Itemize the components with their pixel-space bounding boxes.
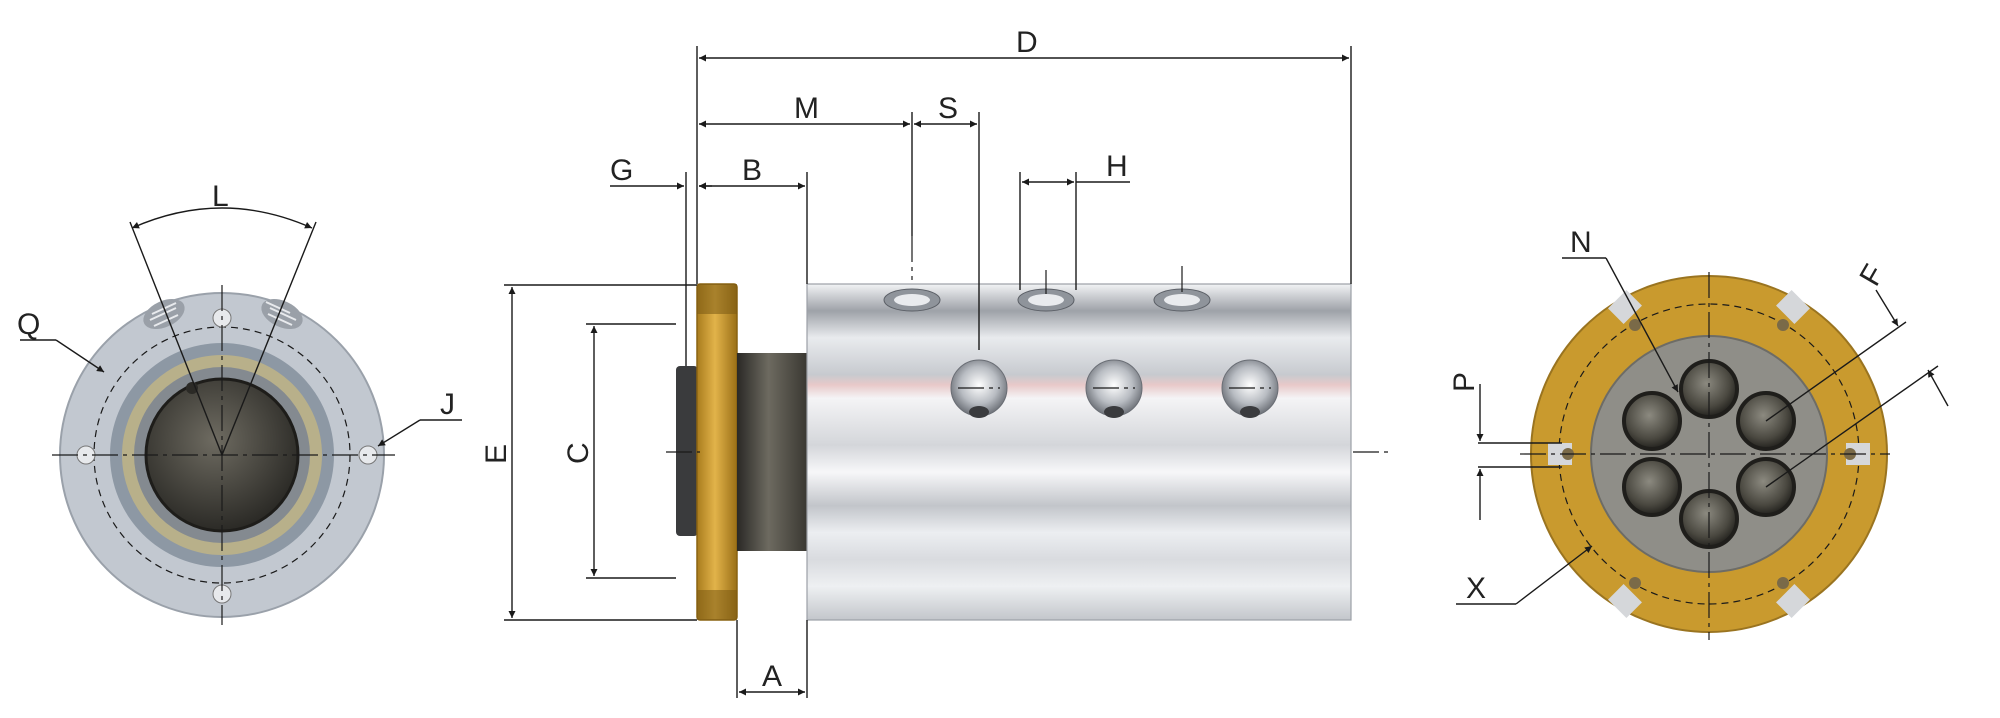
right-ports (1622, 359, 1796, 549)
dim-F-arrow-2 (1927, 369, 1949, 407)
label-D: D (1016, 26, 1038, 59)
leader-J-arrow (377, 419, 421, 447)
side-top-holes (883, 288, 1211, 312)
side-main-body (806, 283, 1352, 621)
leader-X-arrow (1515, 545, 1593, 605)
left-end-view: L Q J (17, 180, 462, 625)
dim-L-arc (131, 207, 313, 229)
label-Q: Q (17, 308, 40, 341)
leader-Q-arrow (55, 339, 105, 373)
label-X: X (1466, 572, 1486, 605)
side-view: D M S G B H E C A (480, 26, 1388, 698)
label-F: F (1853, 259, 1891, 291)
left-angle-leg-2 (221, 221, 317, 456)
right-end-view: N F P X (1448, 226, 1949, 640)
left-threaded-port-1 (143, 298, 185, 330)
label-A: A (762, 660, 782, 693)
side-hub (737, 353, 807, 551)
label-G: G (610, 154, 633, 187)
label-C: C (562, 442, 595, 464)
side-brass-flange (696, 283, 738, 621)
label-H: H (1106, 150, 1128, 183)
label-M: M (794, 92, 819, 125)
left-threaded-port-2 (261, 298, 303, 330)
dim-F-arrow-1 (1875, 289, 1899, 327)
label-J: J (440, 388, 455, 421)
label-N: N (1570, 226, 1592, 259)
label-P: P (1448, 372, 1481, 392)
left-angle-leg-1 (129, 221, 223, 456)
side-back-plate (676, 366, 698, 536)
label-S: S (938, 92, 958, 125)
right-flange-holes (1562, 319, 1856, 589)
label-E: E (480, 444, 513, 464)
leader-N-arrow (1605, 257, 1679, 393)
label-B: B (742, 154, 762, 187)
label-L: L (212, 180, 229, 213)
